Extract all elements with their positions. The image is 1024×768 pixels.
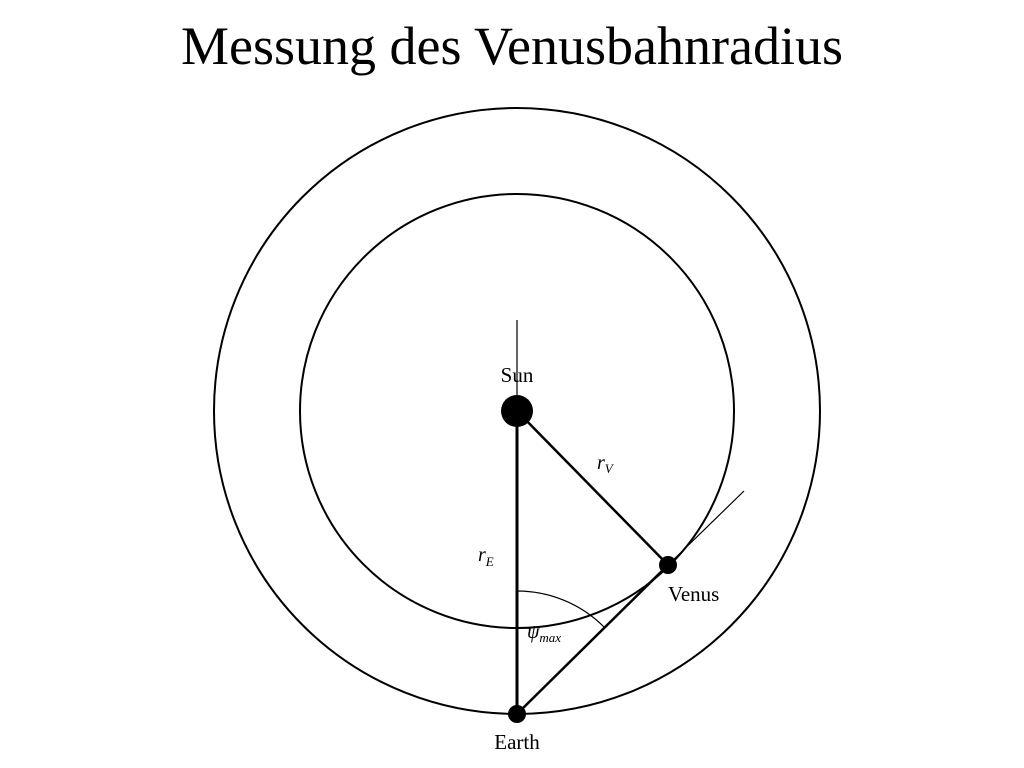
slide-title: Messung des Venusbahnradius bbox=[181, 16, 843, 76]
venus-radius-symbol: r bbox=[597, 452, 605, 474]
angle-symbol: ψ bbox=[527, 621, 540, 643]
angle-arc bbox=[516, 590, 605, 628]
earth-radius-label: rE bbox=[478, 544, 494, 569]
earth-venus-sightline bbox=[516, 564, 669, 715]
tangent-extension-line bbox=[667, 490, 745, 566]
sun-dot bbox=[501, 395, 533, 427]
sun-label: Sun bbox=[501, 363, 534, 387]
venus-radius-label: rV bbox=[597, 452, 615, 476]
venus-dot bbox=[659, 556, 677, 574]
angle-subscript: max bbox=[539, 630, 561, 645]
earth-dot bbox=[508, 705, 526, 723]
venus-radius-subscript: V bbox=[605, 461, 615, 476]
venus-radius-line bbox=[516, 410, 669, 566]
venus-label: Venus bbox=[668, 582, 719, 606]
earth-label: Earth bbox=[494, 730, 540, 754]
earth-radius-symbol: r bbox=[478, 544, 486, 566]
earth-radius-subscript: E bbox=[485, 554, 494, 569]
angle-label: ψmax bbox=[527, 621, 561, 645]
